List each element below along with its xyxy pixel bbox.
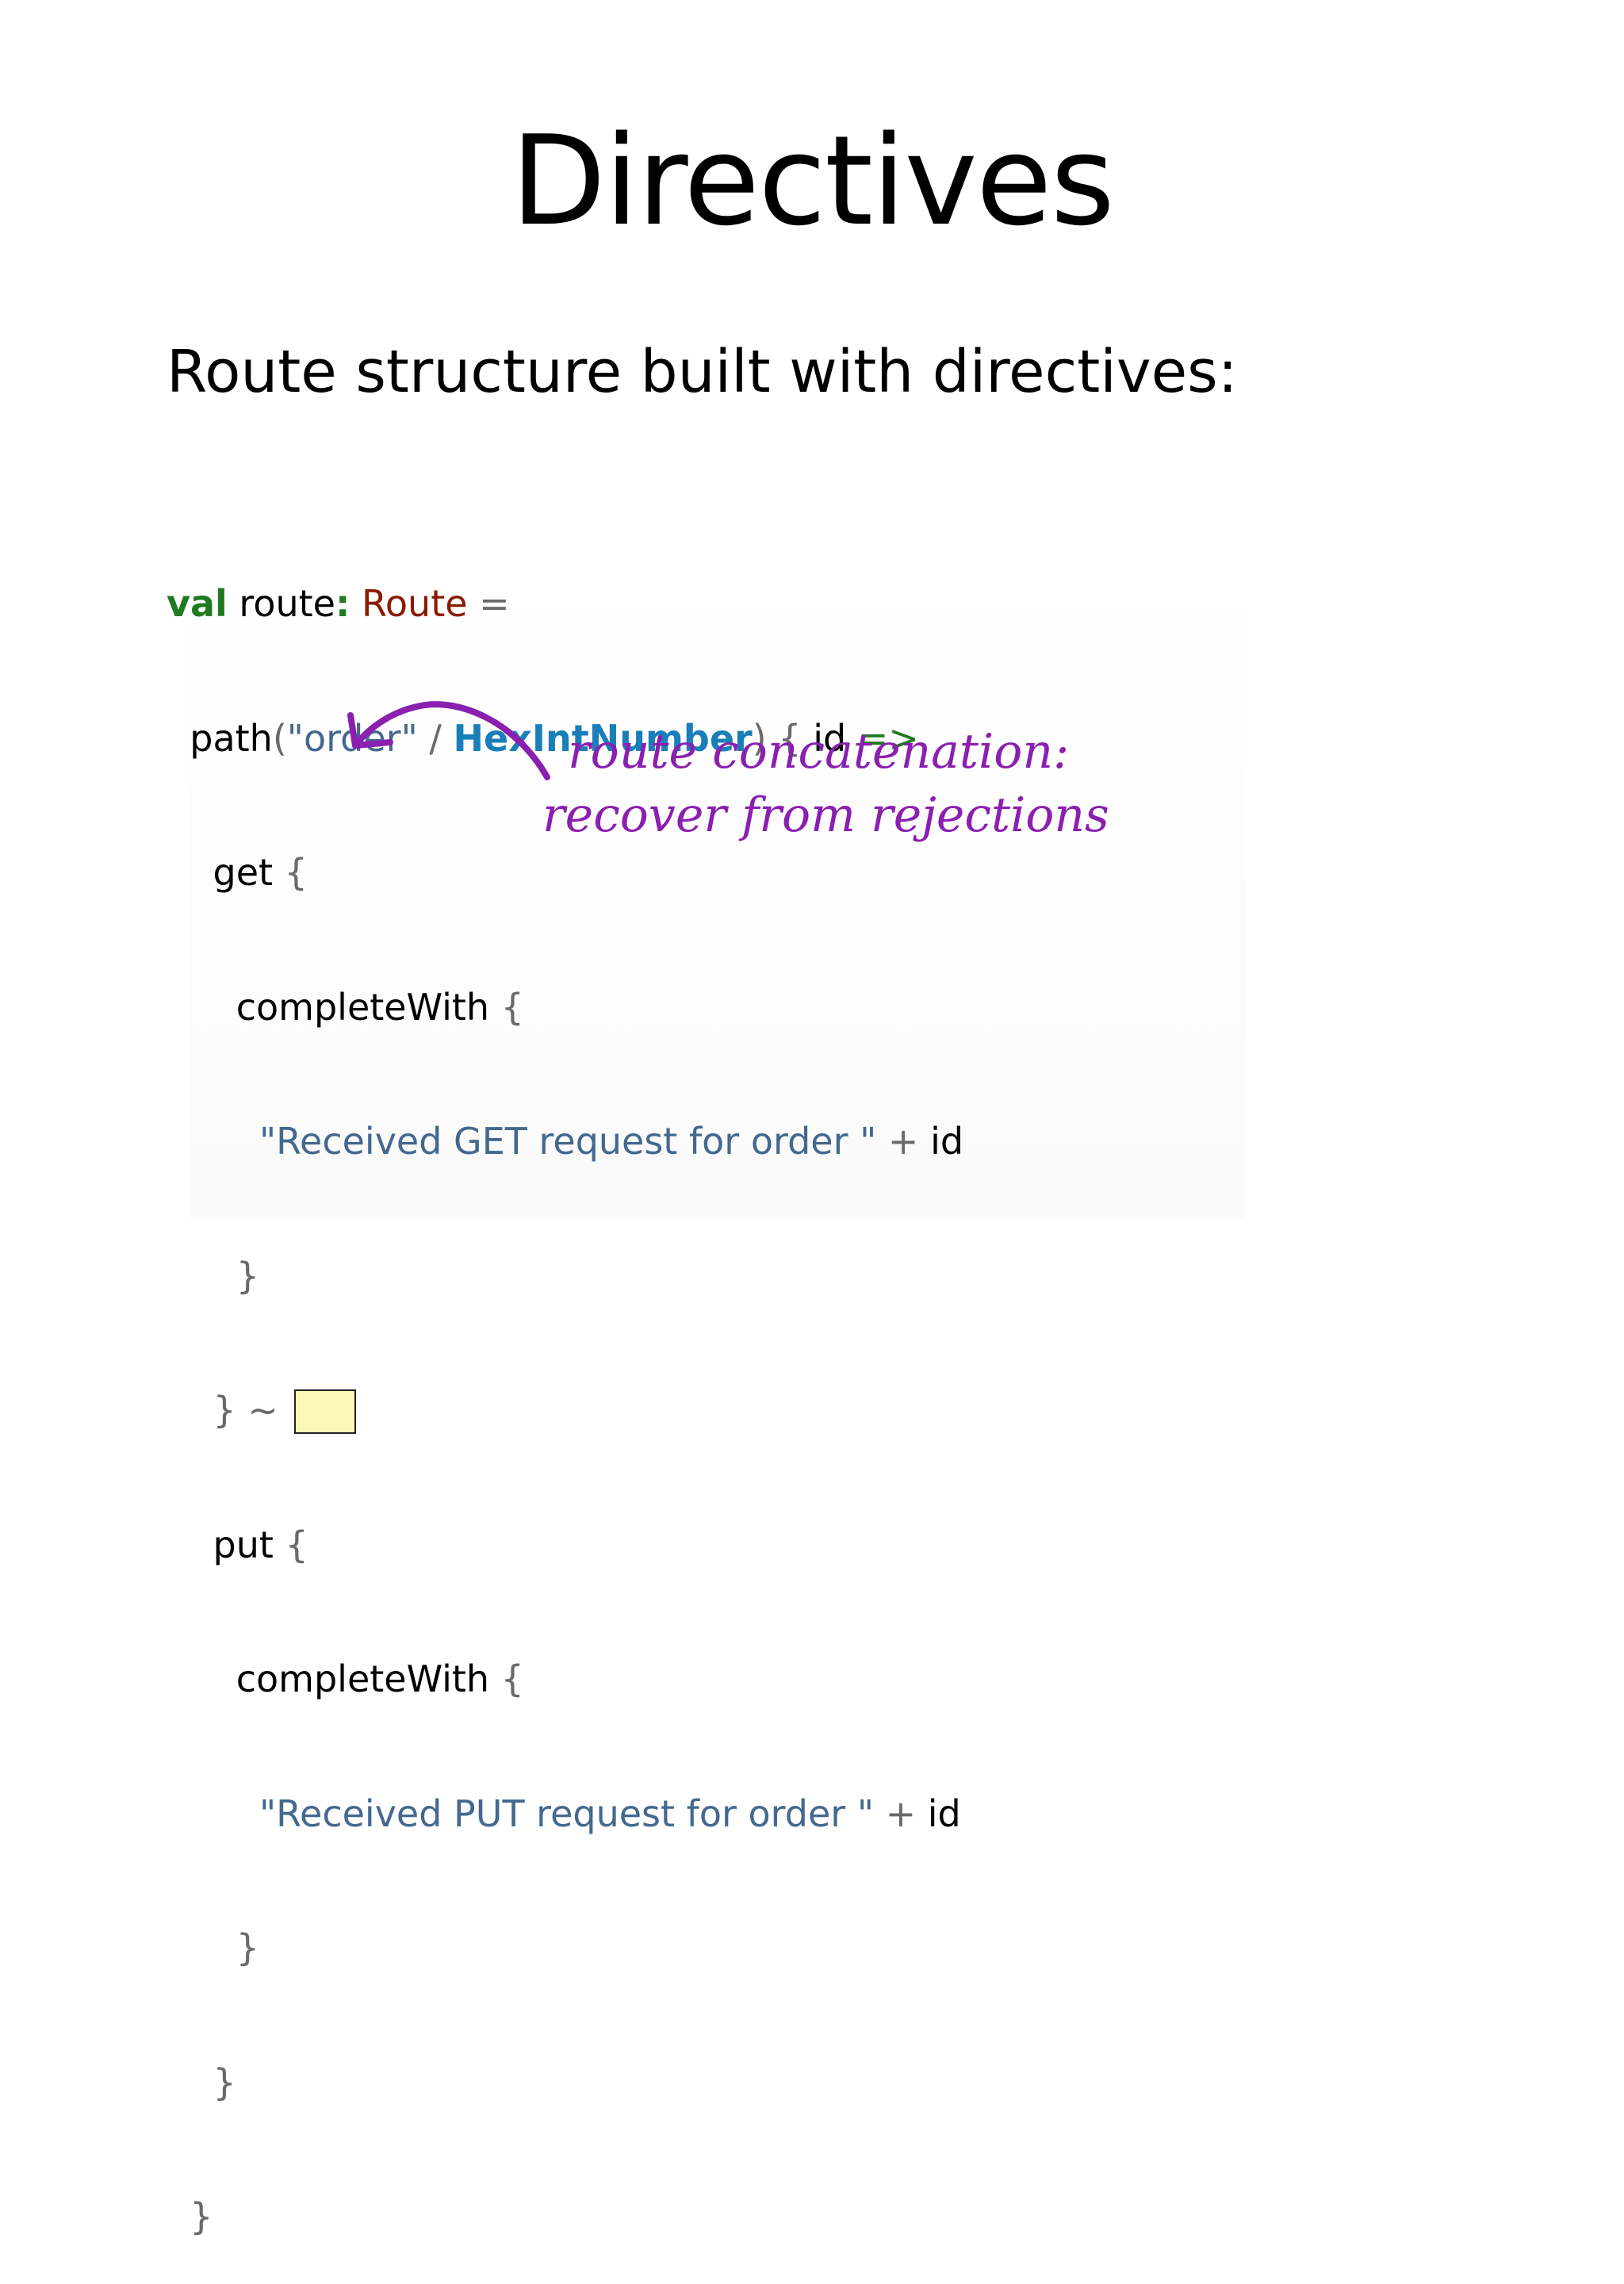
slash-operator: /	[417, 716, 454, 760]
code-line-7: } ~	[167, 1388, 963, 1434]
identifier-id: id	[930, 1120, 964, 1163]
plus-operator: +	[876, 1120, 931, 1163]
code-line-12: }	[167, 2060, 963, 2106]
annotation-line-2: recover from rejections	[542, 788, 1109, 843]
code-line-11: }	[167, 1926, 963, 1971]
type-route: Route	[350, 582, 468, 625]
open-paren: (	[272, 716, 287, 760]
function-path: path	[167, 716, 273, 760]
identifier-route: route	[227, 582, 335, 625]
keyword-val: val	[167, 582, 228, 625]
directive-completewith: completeWith	[167, 985, 490, 1029]
param-id: id	[813, 716, 847, 760]
equals-sign: =	[467, 582, 510, 625]
code-line-5: "Received GET request for order " + id	[167, 1119, 963, 1164]
string-order: "order"	[286, 716, 418, 760]
slide-subtitle: Route structure built with directives:	[167, 338, 1238, 406]
string-put-response: "Received PUT request for order "	[259, 1792, 874, 1835]
brace: {	[489, 1657, 524, 1700]
lambda-arrow: =>	[846, 716, 919, 760]
brace: }	[167, 1389, 236, 1431]
identifier-id: id	[927, 1792, 961, 1835]
brace: }	[167, 2195, 213, 2238]
plus-operator: +	[873, 1792, 928, 1835]
brace: }	[167, 2060, 236, 2104]
placeholder-box	[293, 1389, 356, 1434]
directive-get: get	[167, 851, 274, 894]
code-line-3: get {	[167, 850, 963, 895]
close-paren-brace: ) {	[752, 716, 814, 760]
brace: {	[273, 851, 308, 894]
brace: {	[489, 985, 524, 1029]
code-line-10: "Received PUT request for order " + id	[167, 1792, 963, 1837]
string-get-response: "Received GET request for order "	[259, 1120, 877, 1163]
colon: :	[335, 582, 350, 625]
directive-put: put	[167, 1523, 274, 1566]
indent	[167, 1792, 259, 1835]
brace: {	[273, 1523, 308, 1566]
code-line-6: }	[167, 1254, 963, 1299]
code-line-8: put {	[167, 1523, 963, 1568]
code-line-13: }	[167, 2194, 963, 2240]
directive-completewith: completeWith	[167, 1657, 490, 1700]
indent	[167, 1120, 259, 1163]
brace: }	[167, 1254, 259, 1297]
code-line-9: completeWith {	[167, 1657, 963, 1702]
code-background	[190, 571, 1245, 1218]
slide-title: Directives	[511, 109, 1115, 253]
annotation-line-1: route concatenation:	[568, 724, 1070, 780]
tilde-operator: ~	[236, 1389, 278, 1431]
code-line-1: val route: Route =	[167, 581, 963, 627]
code-line-4: completeWith {	[167, 985, 963, 1030]
brace: }	[167, 1926, 259, 1969]
